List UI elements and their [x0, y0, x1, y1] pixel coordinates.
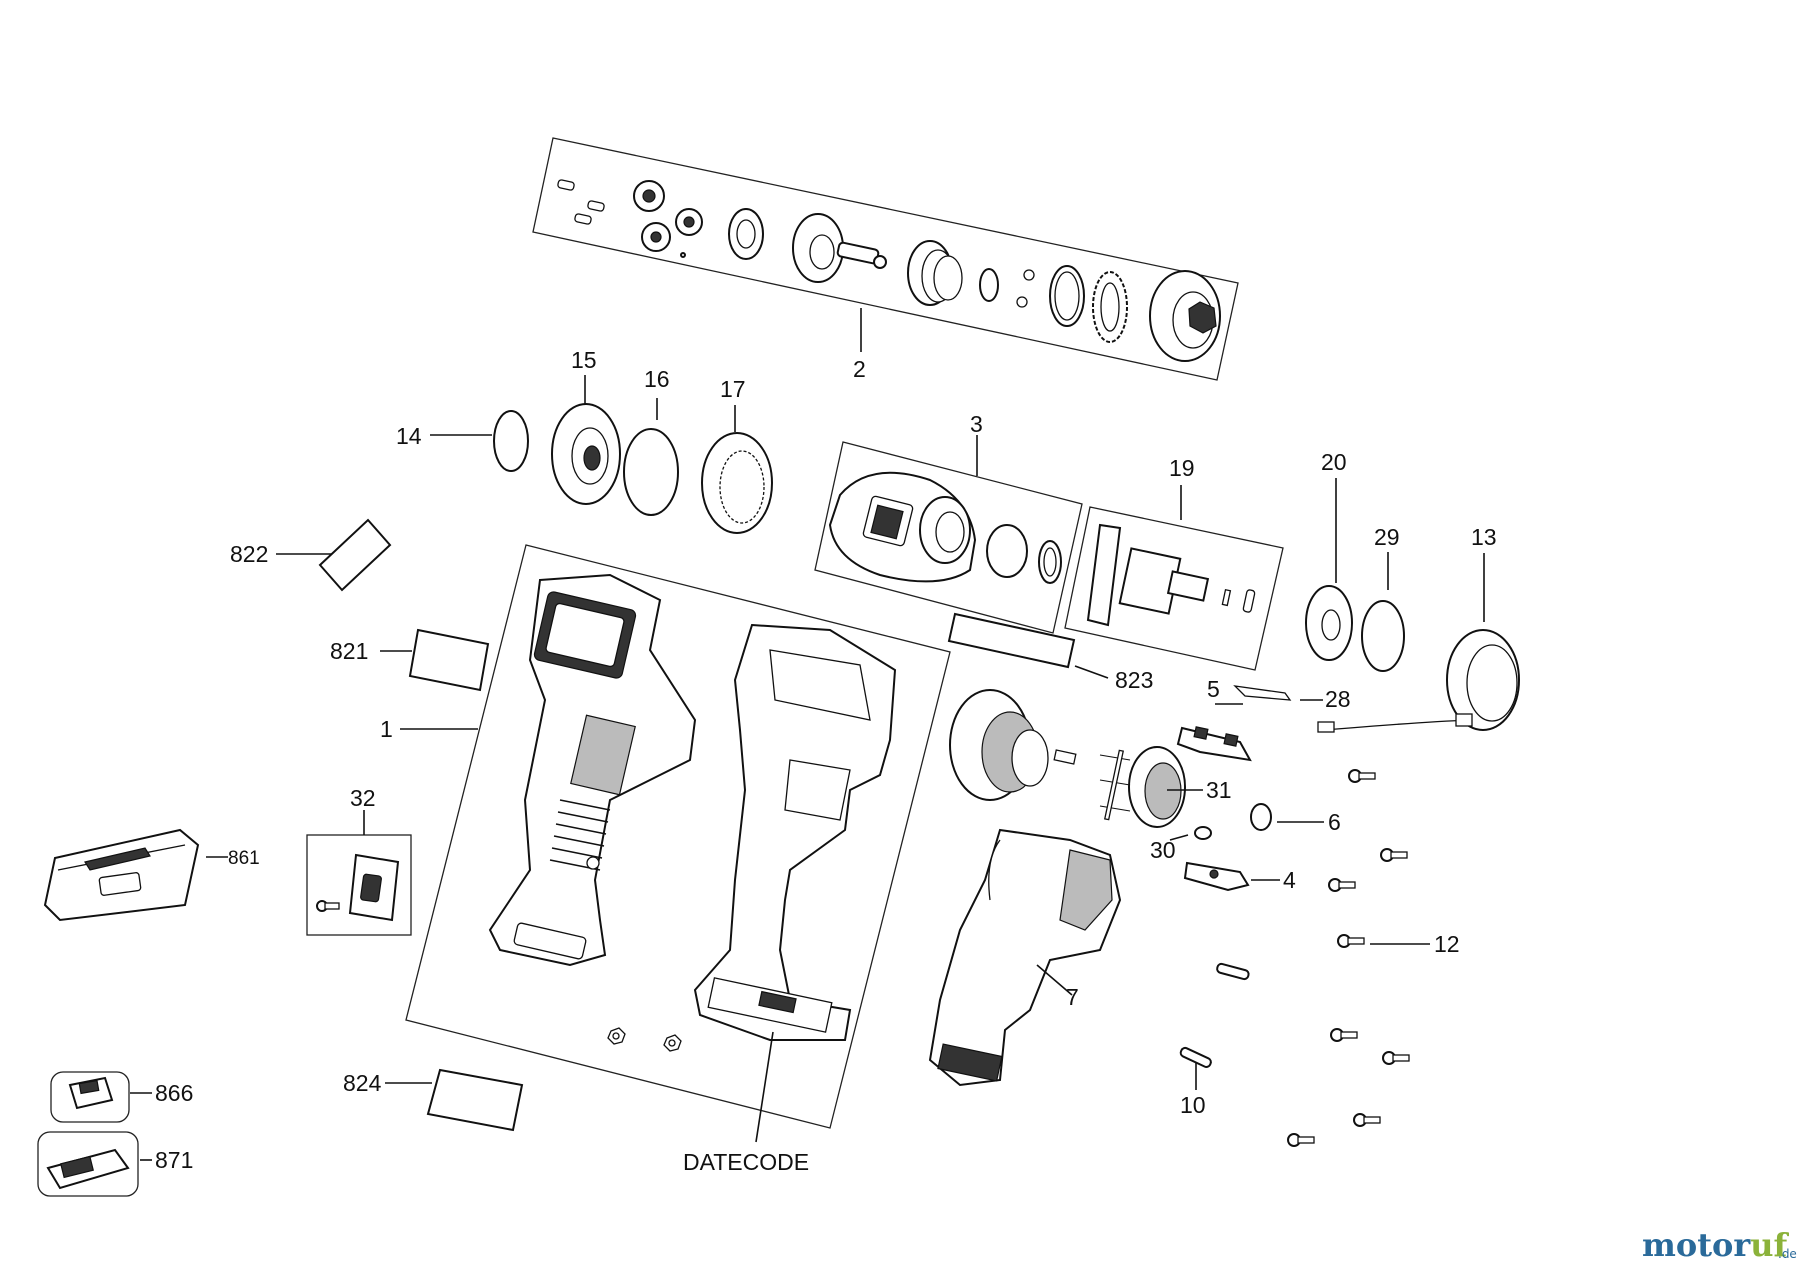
callout-823: 823	[1115, 667, 1153, 693]
frame-housing-group	[405, 544, 951, 1129]
svg-text:motoruf: motoruf	[1642, 1226, 1789, 1264]
callout-5: 5	[1207, 676, 1220, 702]
callout-14: 14	[396, 423, 422, 449]
callout-16: 16	[644, 366, 670, 392]
battery-866	[50, 1071, 130, 1123]
housing-left-half	[488, 573, 697, 967]
callout-20: 20	[1321, 449, 1347, 475]
label-824	[426, 1068, 524, 1132]
callout-2: 2	[853, 356, 866, 382]
callout-31: 30	[1150, 837, 1176, 863]
watermark-logo: motoruf .de	[1642, 1226, 1797, 1264]
watermark-part-motor: motor	[1642, 1226, 1751, 1264]
washer-7	[1250, 803, 1272, 831]
callout-824: 824	[343, 1070, 382, 1096]
anvil-19	[1086, 523, 1256, 627]
cap-31	[1194, 826, 1212, 840]
screws-12	[1287, 769, 1410, 1147]
pins-10	[1179, 962, 1250, 1068]
frame-belt-clip	[306, 834, 412, 936]
callout-4: 7	[1066, 984, 1079, 1010]
callout-19: 19	[1169, 455, 1195, 481]
contact-strip-28	[1233, 685, 1292, 701]
callout-3: 3	[970, 411, 983, 437]
callout-29: 29	[1374, 524, 1400, 550]
callout-871: 871	[155, 1147, 193, 1173]
callout-32: 32	[350, 785, 376, 811]
light-ring-13	[1317, 629, 1520, 733]
watermark-part-uf: uf	[1750, 1226, 1789, 1264]
callout-28: 28	[1325, 686, 1351, 712]
callout-12: 12	[1434, 931, 1460, 957]
charger-871	[37, 1131, 139, 1197]
callout-labels: 2 15 16 17 14 3 19 20 29 13 822 821 823 …	[155, 347, 1497, 1175]
frame-anvil-group	[1064, 506, 1284, 671]
label-823	[947, 612, 1076, 669]
callout-15: 15	[571, 347, 597, 373]
callout-13: 13	[1471, 524, 1497, 550]
housing-right-half	[693, 623, 897, 1041]
nuts	[607, 1027, 682, 1052]
callout-821: 821	[330, 638, 368, 664]
carry-case-861	[43, 828, 200, 922]
callout-30: 31	[1206, 777, 1232, 803]
frame-nose-group	[814, 441, 1083, 634]
label-822	[318, 518, 392, 592]
callout-861: 861	[228, 848, 260, 869]
callout-1: 1	[380, 716, 393, 742]
frame-gearbox-group	[532, 137, 1239, 381]
callout-866: 866	[155, 1080, 193, 1106]
callout-10: 10	[1180, 1092, 1206, 1118]
callout-6: 4	[1283, 867, 1296, 893]
callout-17: 17	[720, 376, 746, 402]
switch-module-5	[1176, 726, 1252, 762]
gearbox-parts	[557, 179, 1221, 362]
oring-29	[1361, 600, 1405, 672]
nose-housing-3	[828, 471, 1062, 584]
leader-lines	[130, 308, 1485, 1161]
oring-16	[623, 428, 679, 516]
motor-4	[928, 689, 1122, 1087]
washer-20	[1305, 585, 1353, 661]
belt-clip-32	[316, 853, 400, 922]
ring-gear-17	[701, 432, 773, 534]
switch-6	[1183, 861, 1250, 892]
watermark-suffix: .de	[1778, 1247, 1797, 1261]
bearing-plate-15	[551, 403, 621, 505]
oring-14	[493, 410, 529, 472]
label-821	[408, 628, 490, 692]
callout-7: 6	[1328, 809, 1341, 835]
callout-822: 822	[230, 541, 268, 567]
callout-datecode: DATECODE	[683, 1149, 809, 1175]
circuit-board-30	[1099, 746, 1186, 828]
